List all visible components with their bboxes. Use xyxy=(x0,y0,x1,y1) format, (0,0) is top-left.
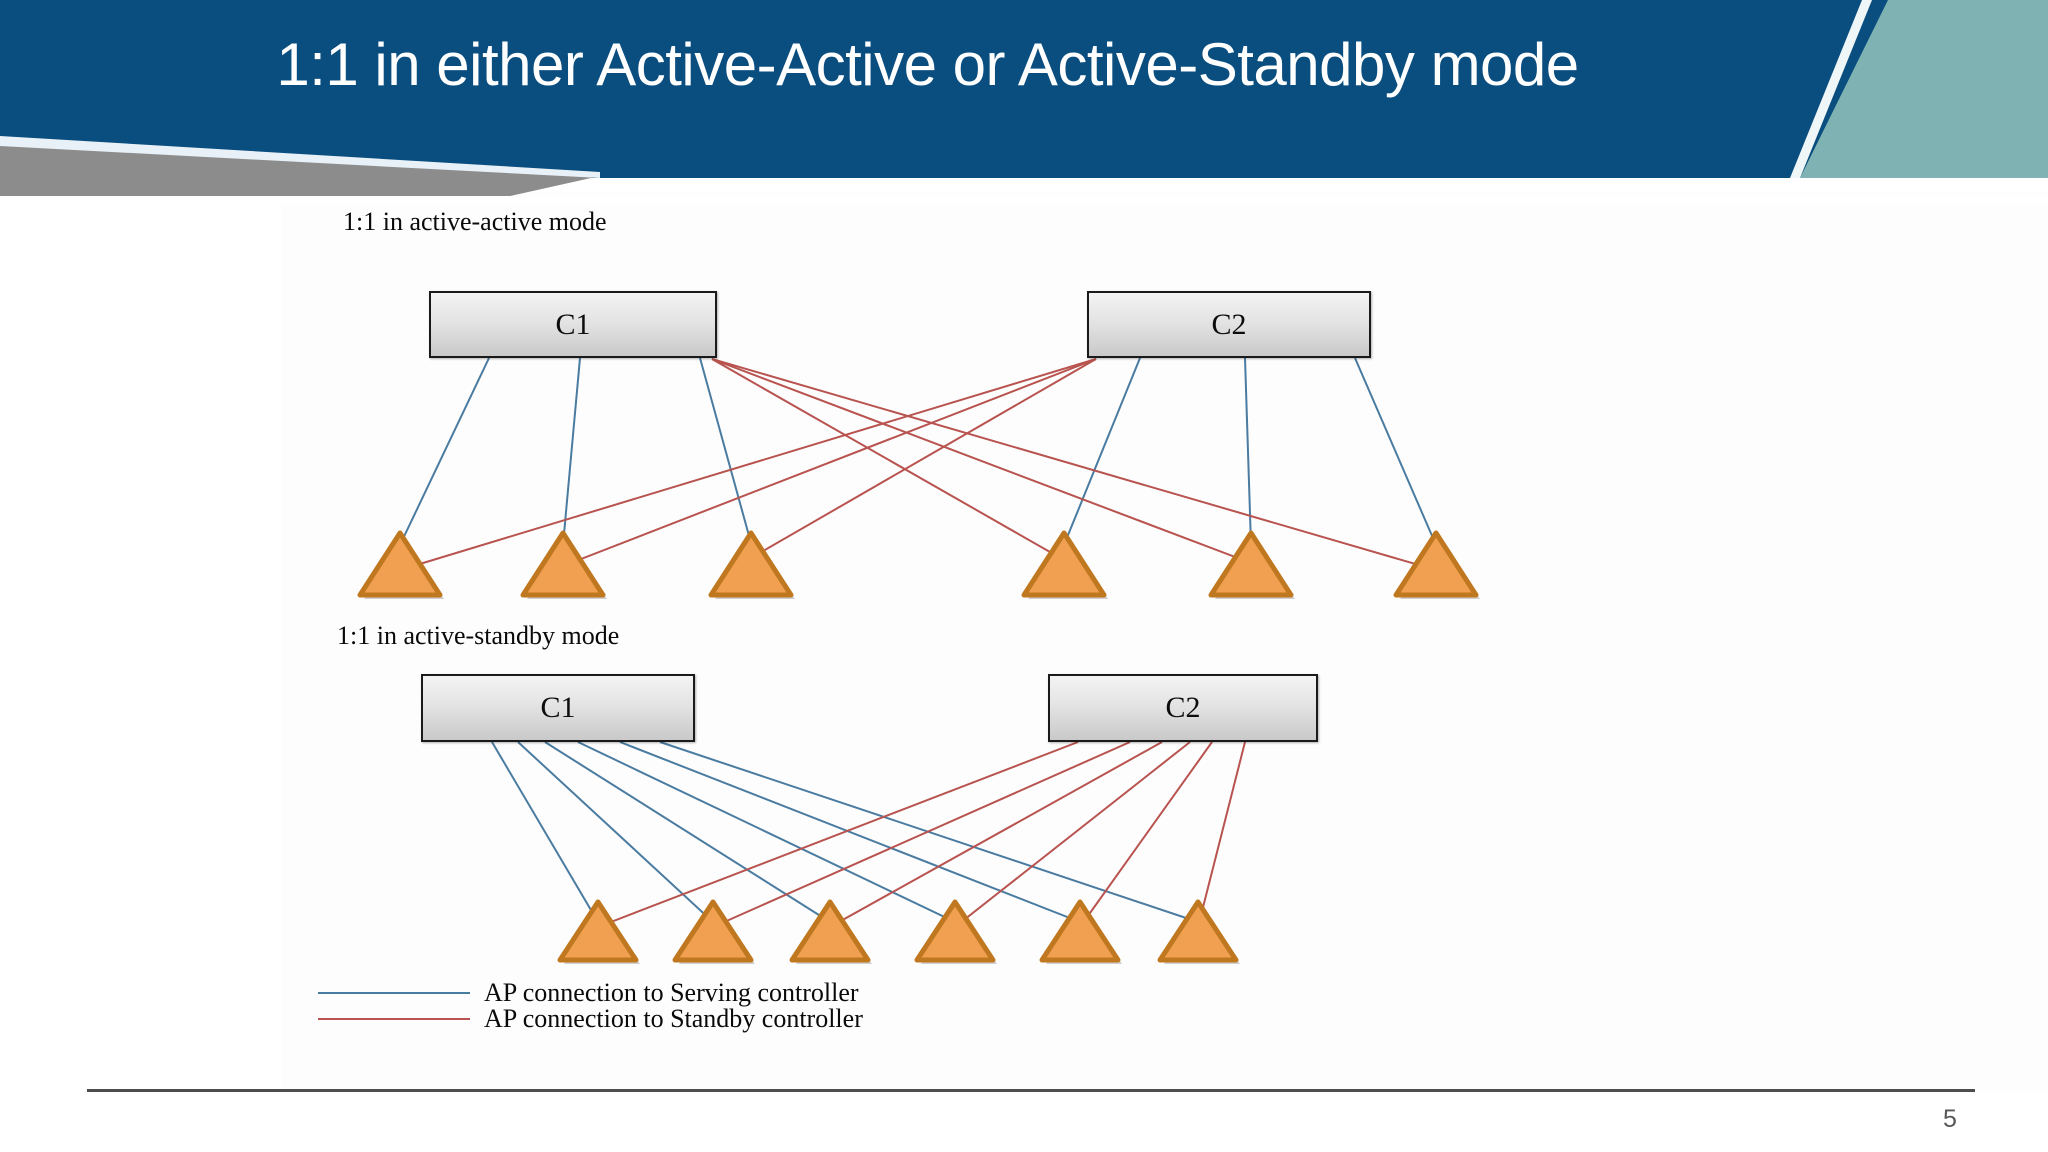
header-banner: 1:1 in either Active-Active or Active-St… xyxy=(0,0,2048,205)
banner-shapes xyxy=(0,0,2048,205)
page-title: 1:1 in either Active-Active or Active-St… xyxy=(276,31,1579,98)
controller-label: C1 xyxy=(540,691,576,724)
page-number: 5 xyxy=(1943,1105,1957,1133)
controller-box-as-c1[interactable]: C1 xyxy=(421,674,695,742)
controller-box-aa-c2[interactable]: C2 xyxy=(1087,291,1371,358)
section-label-active-standby: 1:1 in active-standby mode xyxy=(337,621,620,650)
section-label-active-active: 1:1 in active-active mode xyxy=(343,207,607,236)
banner-white-accent xyxy=(1790,0,1872,178)
banner-gray-wedge-highlight xyxy=(0,136,600,178)
legend: AP connection to Serving controller AP c… xyxy=(318,978,863,1033)
controller-box-aa-c1[interactable]: C1 xyxy=(429,291,717,358)
controller-label: C2 xyxy=(1165,691,1201,724)
controller-label: C1 xyxy=(555,307,591,341)
legend-label-serving: AP connection to Serving controller xyxy=(484,978,859,1007)
controller-label: C2 xyxy=(1211,307,1247,341)
banner-bottom-strip xyxy=(0,196,2048,205)
banner-blue-shape xyxy=(0,0,1888,178)
legend-line-serving-icon xyxy=(318,992,470,994)
legend-line-standby-icon xyxy=(318,1018,470,1020)
banner-gray-wedge xyxy=(0,140,600,205)
controller-box-as-c2[interactable]: C2 xyxy=(1048,674,1318,742)
legend-item-standby: AP connection to Standby controller xyxy=(318,1004,863,1033)
footer-divider xyxy=(87,1089,1975,1092)
legend-item-serving: AP connection to Serving controller xyxy=(318,978,863,1007)
legend-label-standby: AP connection to Standby controller xyxy=(484,1004,863,1033)
